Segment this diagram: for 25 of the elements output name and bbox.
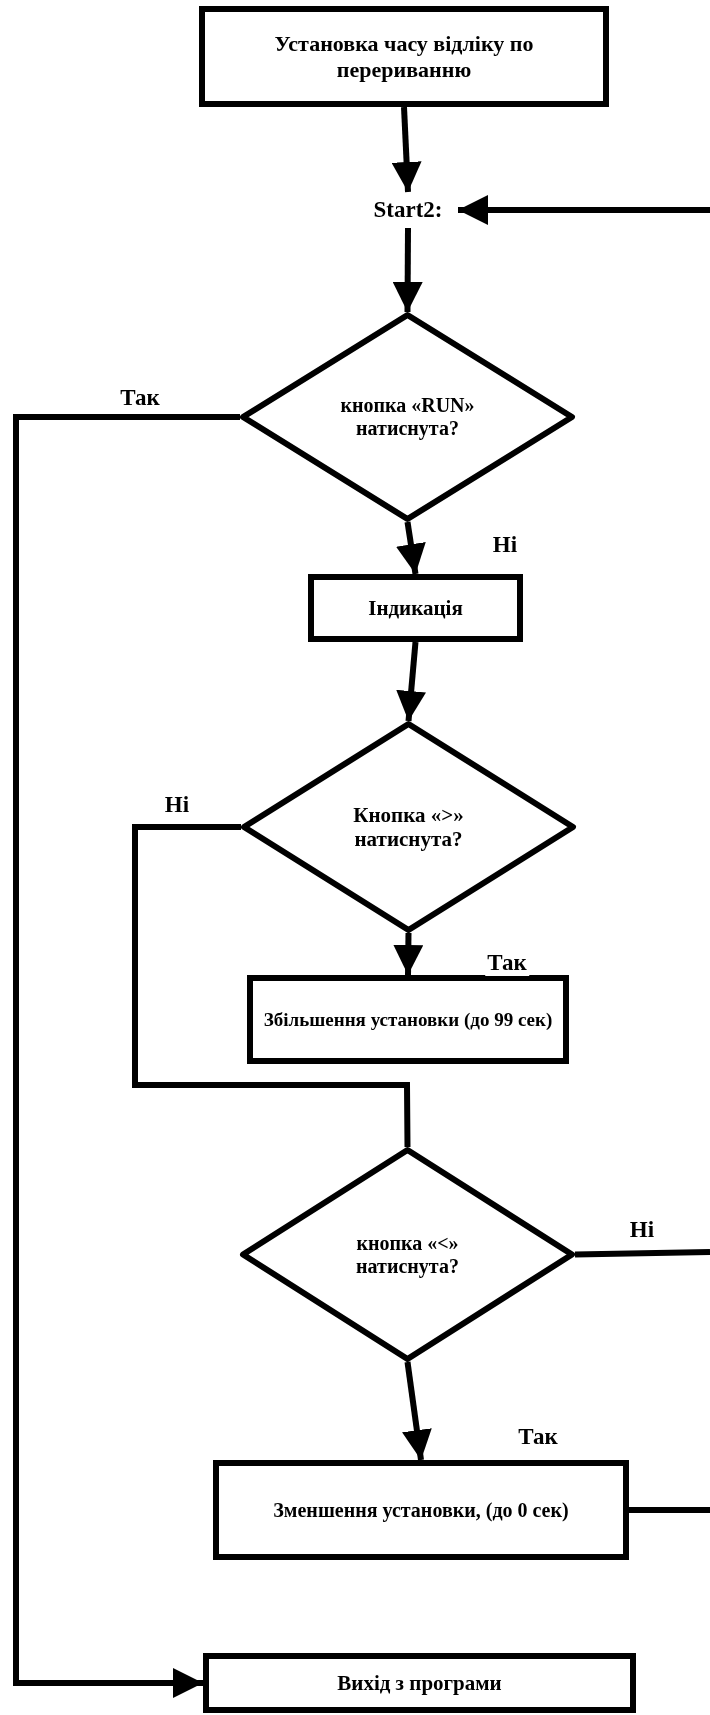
connector-line xyxy=(132,824,411,1148)
node-text: Установка часу відліку по перериванню xyxy=(273,31,535,82)
node-text: Індикація xyxy=(368,595,463,621)
process-box xyxy=(247,975,569,1064)
node-text: Вихід з програми xyxy=(337,1670,502,1696)
arrow xyxy=(396,641,427,722)
connector-line xyxy=(629,1507,710,1513)
node-text: кнопка «<» натиснута? xyxy=(355,1231,460,1278)
arrow xyxy=(402,1361,432,1461)
connector-label: Start2: xyxy=(373,196,443,224)
arrow xyxy=(458,195,710,225)
arrow xyxy=(396,521,426,575)
node-text: Кнопка «>» натиснута? xyxy=(352,802,465,852)
arrow xyxy=(392,227,423,313)
node-text: кнопка «RUN» натиснута? xyxy=(339,394,476,440)
process-box xyxy=(203,1653,636,1713)
node-text: Зменшення установки, (до 0 сек) xyxy=(273,1498,569,1522)
connector-line xyxy=(574,1249,710,1258)
process-box xyxy=(308,574,523,642)
arrow xyxy=(393,932,424,976)
arrow xyxy=(391,106,422,193)
process-box xyxy=(213,1460,629,1560)
process-box xyxy=(199,6,609,107)
node-text: Збільшення установки (до 99 сек) xyxy=(263,1008,553,1031)
arrow xyxy=(13,414,240,1698)
